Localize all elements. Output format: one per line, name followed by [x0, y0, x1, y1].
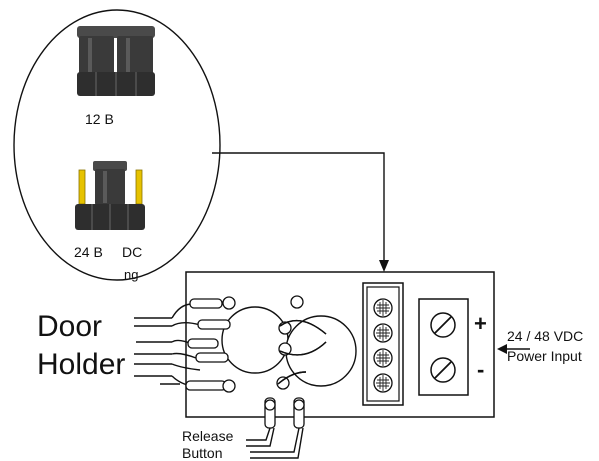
callout-arrow-line: [212, 152, 385, 262]
door-holder-box: [185, 271, 495, 418]
release-label: Release: [182, 428, 234, 444]
minus-sign: -: [477, 357, 484, 382]
jumper-24b-label: 24 B: [74, 244, 103, 260]
terminal-screw-4: [373, 373, 393, 393]
jumper-12b-label: 12 B: [85, 111, 114, 127]
jumper-24b-partial-text: DC: [122, 244, 142, 260]
coil-jumper-links: [276, 295, 327, 390]
coil-left: [221, 306, 289, 374]
voltage-label: 24 / 48 VDC: [507, 328, 583, 344]
coil-right: [285, 315, 357, 387]
release-button-wires: [246, 397, 305, 459]
door-holder-wires: [134, 296, 236, 393]
power-screw-plus-icon: [430, 312, 456, 338]
jumper-24b-icon: [75, 161, 145, 230]
button-label: Button: [182, 445, 222, 461]
power-input-arrow-head: [497, 344, 507, 354]
terminal-screw-3: [373, 348, 393, 368]
callout-arrow-head: [379, 260, 389, 272]
jumper-callout-ellipse: [13, 9, 221, 281]
power-screw-minus-icon: [430, 357, 456, 383]
plus-sign: +: [474, 311, 487, 336]
power-input-label: Power Input: [507, 348, 582, 364]
holder-label: Holder: [37, 348, 125, 381]
terminal-screw-1: [373, 298, 393, 318]
jumper-24b-partial-text2: ng: [124, 267, 138, 282]
door-label: Door: [37, 310, 102, 343]
jumper-12b-icon: [77, 26, 155, 96]
terminal-screw-2: [373, 323, 393, 343]
